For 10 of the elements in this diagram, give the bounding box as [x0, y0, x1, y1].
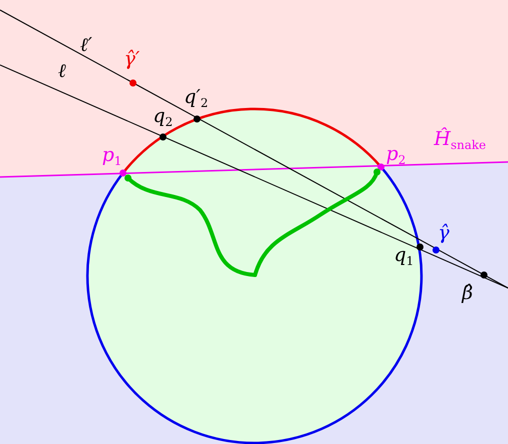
point-label: q$_{2}$	[153, 107, 173, 128]
line-label: ℓ	[58, 62, 66, 81]
point-label: p$_{1}$	[102, 146, 122, 167]
point-label: β̂	[462, 284, 473, 303]
line-label: ℓ′	[80, 36, 92, 55]
point-label: q′$_{2}$	[184, 88, 208, 109]
point-label: q$_{1}$	[394, 246, 414, 267]
point-label: γ̂	[438, 224, 450, 243]
point-label: γ̂′	[124, 50, 140, 69]
point-label: p$_{2}$	[386, 145, 406, 166]
